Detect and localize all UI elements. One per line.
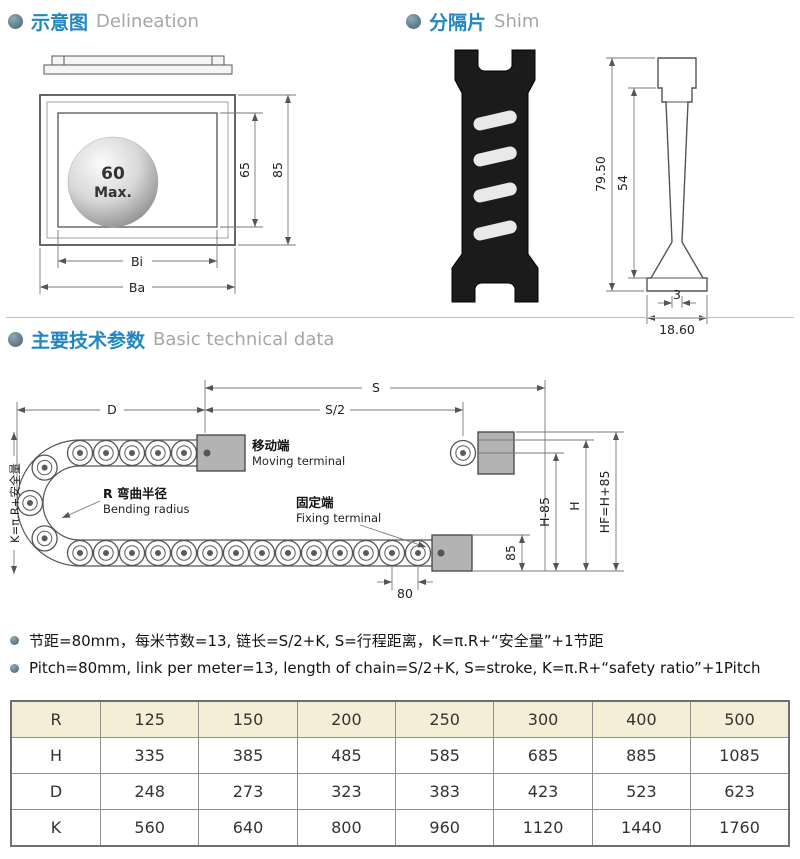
moving-terminal-label-en: Moving terminal (252, 454, 345, 468)
section-bullet-icon (406, 14, 421, 29)
sphere-max-label: Max. (94, 185, 132, 201)
table-cell: 1440 (591, 809, 692, 847)
section-header-technical: 主要技术参数 Basic technical data (8, 326, 334, 353)
dim-s2: S/2 (325, 402, 345, 417)
dim-inner-height: 65 (237, 162, 252, 178)
table-row-label: D (10, 773, 101, 810)
dim-s: S (372, 380, 380, 395)
cable-sphere (67, 136, 159, 228)
table-cell: 300 (493, 700, 593, 738)
fixing-terminal-block (431, 534, 473, 572)
note-text-zh: 节距=80mm，每米节数=13, 链长=S/2+K, S=行程距离，K=π.R+… (29, 632, 604, 650)
table-cell: 960 (395, 809, 495, 847)
table-cell: 150 (198, 700, 298, 738)
table-cell: 885 (591, 737, 692, 774)
section-title-zh: 主要技术参数 (31, 330, 146, 352)
section-title-en: Shim (494, 11, 540, 32)
note-bullet-icon (10, 636, 19, 645)
bending-radius-label-zh: R 弯曲半径 (103, 486, 167, 501)
table-row-k: K 560 640 800 960 1120 1440 1760 (10, 809, 790, 847)
dim-outer-height: 85 (270, 162, 285, 178)
table-cell: 623 (690, 773, 790, 810)
k-formula-label: K=π.R+安全量 (8, 463, 22, 543)
dim-outer-width: Ba (129, 280, 145, 295)
dim-shim-thickness: 3 (673, 287, 681, 302)
delineation-drawing: 60 Max. 65 85 Bi Ba (39, 55, 296, 295)
section-title-en: Basic technical data (153, 329, 335, 350)
table-row-d: D 248 273 323 383 423 523 623 (10, 773, 790, 810)
dim-h: H (567, 501, 582, 510)
note-en: Pitch=80mm, link per meter=13, length of… (10, 659, 760, 677)
shim-dimension-lines (606, 57, 708, 324)
table-row-label: H (10, 737, 101, 774)
section-header-shim: 分隔片 Shim (406, 8, 539, 35)
table-cell: 500 (690, 700, 790, 738)
table-cell: 585 (395, 737, 495, 774)
table-row-label: R (10, 700, 101, 738)
table-cell: 400 (591, 700, 692, 738)
technical-data-table: R 125 150 200 250 300 400 500 H 335 385 … (10, 700, 790, 847)
table-cell: 125 (99, 700, 200, 738)
section-title-zh: 示意图 (31, 12, 89, 34)
table-cell: 383 (395, 773, 495, 810)
bending-radius-label-en: Bending radius (103, 502, 190, 516)
table-cell: 640 (198, 809, 298, 847)
section-divider (6, 317, 794, 318)
dim-inner-width: Bi (131, 254, 143, 269)
dim-80: 80 (397, 586, 413, 601)
table-row-r: R 125 150 200 250 300 400 500 (10, 700, 790, 738)
table-cell: 560 (99, 809, 200, 847)
sphere-diameter-label: 60 (101, 164, 125, 184)
note-zh: 节距=80mm，每米节数=13, 链长=S/2+K, S=行程距离，K=π.R+… (10, 630, 604, 651)
section-header-delineation: 示意图 Delineation (8, 8, 199, 35)
dim-shim-foot: 18.60 (659, 322, 695, 337)
dim-d: D (107, 402, 117, 417)
note-bullet-icon (10, 663, 19, 673)
table-cell: 200 (296, 700, 397, 738)
shim-front-view (451, 49, 539, 303)
table-cell: 335 (99, 737, 200, 774)
chain-dimension-lines (10, 380, 624, 590)
cover-bar (43, 55, 233, 75)
dim-85: 85 (503, 545, 518, 561)
table-row-h: H 335 385 485 585 685 885 1085 (10, 737, 790, 774)
dim-shim-height: 79.50 (593, 156, 608, 192)
shim-drawing: 79.50 54 3 18.60 (451, 49, 708, 337)
shim-side-profile (646, 57, 708, 292)
table-cell: 1085 (690, 737, 790, 774)
section-title-en: Delineation (96, 11, 199, 32)
fixing-terminal-label-en: Fixing terminal (296, 511, 381, 525)
table-cell: 523 (591, 773, 692, 810)
dim-hf: HF=H+85 (597, 471, 612, 534)
table-cell: 800 (296, 809, 397, 847)
section-bullet-icon (8, 14, 23, 29)
moving-terminal-block (196, 434, 246, 472)
dim-shim-inner: 54 (615, 175, 630, 191)
dim-h-minus-85: H-85 (537, 497, 552, 527)
table-cell: 1760 (690, 809, 790, 847)
table-cell: 385 (198, 737, 298, 774)
table-cell: 248 (99, 773, 200, 810)
table-cell: 323 (296, 773, 397, 810)
table-cell: 485 (296, 737, 397, 774)
table-row-label: K (10, 809, 101, 847)
table-cell: 685 (493, 737, 593, 774)
fixing-terminal-label-zh: 固定端 (296, 495, 334, 510)
table-cell: 423 (493, 773, 593, 810)
section-title-zh: 分隔片 (429, 12, 487, 34)
section-bullet-icon (8, 332, 23, 347)
chain-diagram: S D S/2 移动端 Moving terminal 固定端 Fixing t… (8, 380, 624, 601)
table-cell: 273 (198, 773, 298, 810)
table-cell: 1120 (493, 809, 593, 847)
dimension-lines (39, 94, 296, 294)
table-cell: 250 (395, 700, 495, 738)
note-text-en: Pitch=80mm, link per meter=13, length of… (29, 659, 761, 677)
moving-terminal-label-zh: 移动端 (252, 438, 290, 453)
